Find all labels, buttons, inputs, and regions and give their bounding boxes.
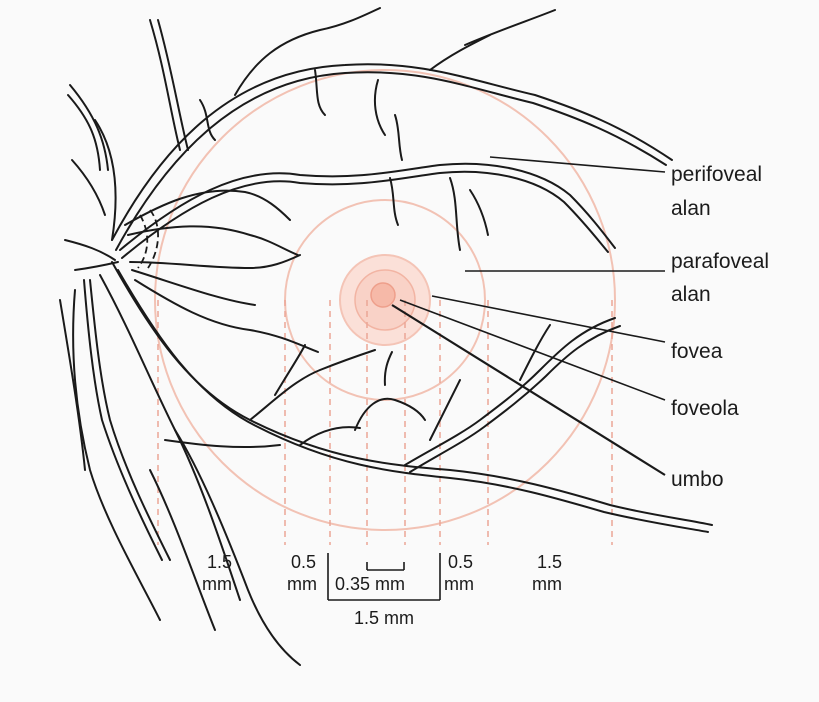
foveola-label: foveola (671, 397, 739, 421)
foveola-zone (371, 283, 395, 307)
left-inner-value: 0.5 (291, 552, 316, 572)
leader-lines (392, 157, 665, 475)
right-inner-unit: mm (444, 574, 474, 594)
foveola-dimension: 0.35 mm (335, 574, 405, 594)
optic-disc (138, 210, 158, 268)
right-outer-value: 1.5 (537, 552, 562, 572)
perifoveal-label-line2: alan (671, 197, 711, 221)
parafoveal-label-line2: alan (671, 283, 711, 307)
left-inner-unit: mm (287, 574, 317, 594)
left-outer-unit: mm (202, 574, 232, 594)
parafoveal-label: parafoveal (671, 250, 769, 274)
perifoveal-label: perifoveal (671, 163, 762, 187)
fovea-dimension: 1.5 mm (354, 608, 414, 628)
fovea-label: fovea (671, 340, 722, 364)
fovea-leader (432, 296, 665, 342)
right-outer-unit: mm (532, 574, 562, 594)
umbo-label: umbo (671, 468, 724, 492)
left-outer-value: 1.5 (207, 552, 232, 572)
right-inner-value: 0.5 (448, 552, 473, 572)
